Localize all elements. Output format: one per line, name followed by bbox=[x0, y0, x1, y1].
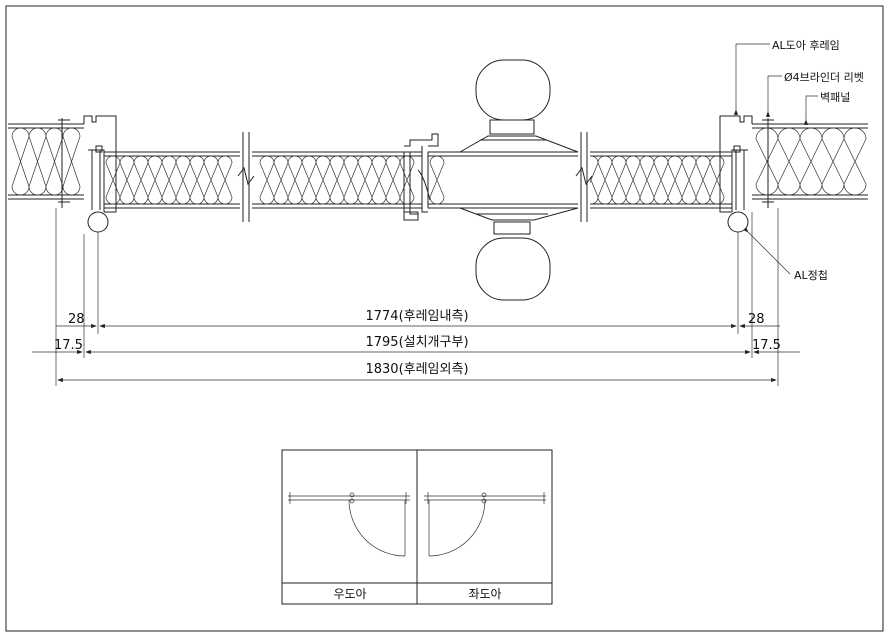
insulation-hatch bbox=[11, 127, 81, 196]
center-astragal bbox=[403, 133, 439, 221]
left-wall-panel bbox=[8, 123, 84, 200]
callout-rivet: Ø4브라인더 리벳 bbox=[765, 71, 864, 117]
legend-left-door: 좌도아 bbox=[468, 587, 501, 601]
dim-right-17-5: 17.5 bbox=[752, 338, 781, 353]
break-lines bbox=[237, 132, 593, 222]
dimension-lines bbox=[32, 208, 800, 386]
callout-frame-label: AL도아 후레임 bbox=[772, 39, 840, 52]
door-type-legend: 우도아 좌도아 bbox=[281, 449, 553, 605]
dim-right-28: 28 bbox=[748, 312, 765, 327]
callout-panel-label: 벽패널 bbox=[820, 91, 850, 104]
callout-frame: AL도아 후레임 bbox=[733, 39, 840, 115]
callout-rivet-label: Ø4브라인더 리벳 bbox=[784, 71, 864, 84]
insulation-hatch bbox=[429, 155, 725, 205]
left-door-frame bbox=[58, 115, 117, 213]
dim-frame-outer: 1830(후레임외측) bbox=[365, 362, 468, 377]
callout-panel: 벽패널 bbox=[803, 91, 850, 125]
legend-right-door: 우도아 bbox=[333, 587, 366, 601]
right-hinge-knuckle bbox=[727, 211, 749, 233]
left-hinge-knuckle bbox=[87, 211, 109, 233]
left-door-plan bbox=[424, 492, 546, 557]
insulation-hatch bbox=[105, 155, 415, 205]
door-knob-assembly bbox=[459, 59, 579, 301]
callout-plate: AL정첩 bbox=[743, 227, 828, 282]
callout-plate-label: AL정첩 bbox=[794, 269, 828, 282]
dim-opening: 1795(설치개구부) bbox=[365, 335, 468, 350]
right-wall-panel bbox=[752, 123, 868, 200]
dim-frame-inner: 1774(후레임내측) bbox=[365, 309, 468, 324]
dim-left-28: 28 bbox=[68, 312, 85, 327]
left-door-leaf bbox=[103, 151, 423, 209]
dim-left-17-5: 17.5 bbox=[54, 338, 83, 353]
right-door-plan bbox=[288, 492, 410, 557]
drawing-border bbox=[5, 5, 884, 632]
insulation-hatch bbox=[755, 127, 867, 196]
